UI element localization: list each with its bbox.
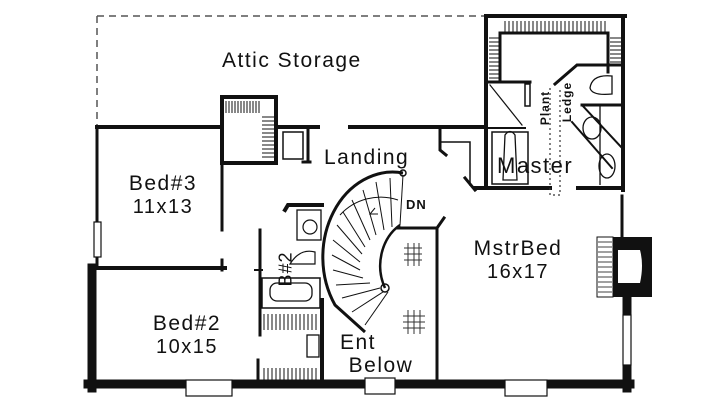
bed3-dimensions: 11x13 <box>132 196 194 218</box>
fireplace <box>596 236 652 298</box>
room-label-master-bath: Master <box>497 153 574 178</box>
closet-shelving <box>225 21 621 380</box>
ent-below-line2: Below <box>348 354 414 377</box>
spiral-staircase <box>321 169 407 334</box>
bed2-dimensions: 10x15 <box>156 336 218 358</box>
room-label-bed3: Bed#3 11x13 <box>113 173 213 217</box>
plant-ledge-label-1: Plant <box>538 90 553 126</box>
open-to-below-marks <box>403 243 425 334</box>
attic-boundary <box>96 15 485 125</box>
mstr-bed-dimensions: 16x17 <box>487 261 549 283</box>
windows <box>93 221 632 397</box>
master-bath-fixtures <box>502 75 616 185</box>
plant-ledge-label-2: Ledge <box>560 81 575 123</box>
stair-down-label: DN <box>406 197 427 212</box>
room-label-ent-below: Ent Below <box>336 332 426 376</box>
room-label-master-bed: MstrBed 16x17 <box>463 238 573 282</box>
room-label-attic-storage: Attic Storage <box>222 49 362 72</box>
mstr-bed-name: MstrBed <box>473 237 563 260</box>
room-label-landing: Landing <box>324 146 410 169</box>
bed3-name: Bed#3 <box>128 172 198 195</box>
bed2-name: Bed#2 <box>152 312 222 335</box>
plant-ledge-outline <box>549 88 561 196</box>
room-label-bath2: B#2 <box>275 251 296 287</box>
ent-below-line1: Ent <box>340 331 377 354</box>
room-label-bed2: Bed#2 10x15 <box>135 313 239 357</box>
